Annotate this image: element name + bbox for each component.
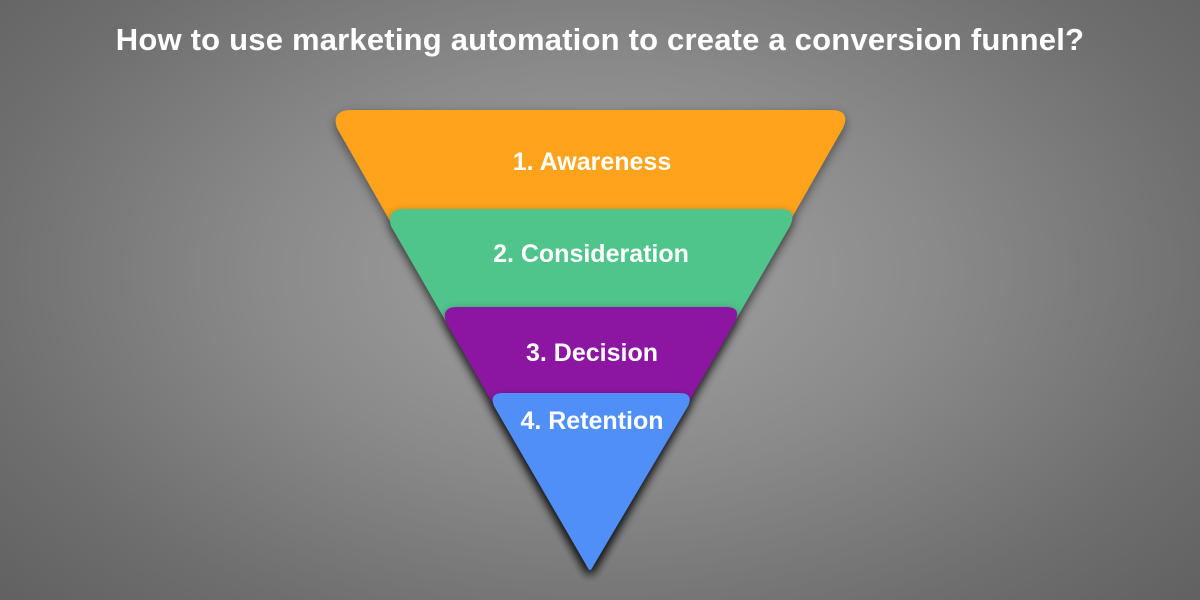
funnel-stage-retention: 4. Retention [492, 393, 690, 570]
stage-label: 1. Awareness [513, 148, 671, 176]
stage-shape [492, 393, 690, 570]
page-title: How to use marketing automation to creat… [115, 22, 1085, 57]
stage-label: 4. Retention [520, 407, 663, 435]
stage-label: 2. Consideration [493, 240, 689, 268]
stage-label: 3. Decision [526, 339, 658, 367]
